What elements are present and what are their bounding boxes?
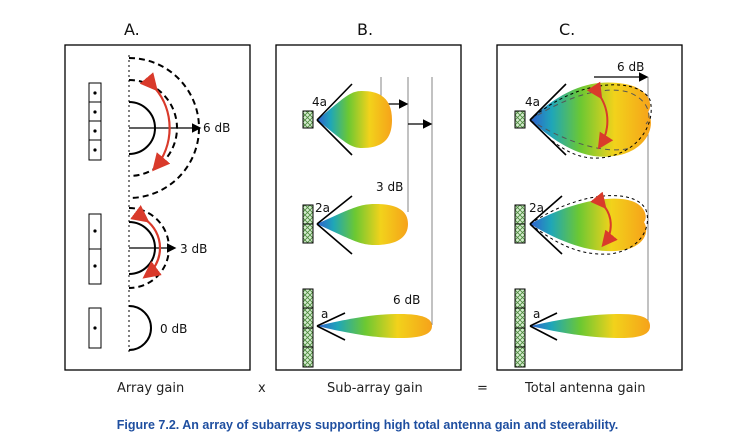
panel-c-title: C.	[559, 20, 576, 39]
total-2a-label: 2a	[529, 201, 544, 215]
array-gain-0db-label: 0 dB	[160, 322, 187, 336]
panel-a-title: A.	[124, 20, 140, 39]
panel-a-frame	[64, 44, 251, 371]
sub-array-gain-label: Sub-array gain	[327, 381, 423, 396]
array-4-gain-arcs	[128, 57, 202, 199]
array-2-steer-arrow	[130, 205, 162, 279]
total-4a-label: 4a	[525, 95, 540, 109]
panel-b-frame	[275, 44, 462, 371]
total-beam-2a	[514, 191, 648, 255]
subarray-3db-label: 3 dB	[376, 180, 403, 194]
subarray-4a	[302, 83, 392, 156]
array-2-gain-arcs	[128, 205, 177, 289]
subarray-4a-label: 4a	[312, 95, 327, 109]
multiply-operator: x	[258, 381, 266, 396]
total-a-label: a	[533, 307, 540, 321]
total-beam-a	[514, 288, 650, 368]
total-beam-4a	[514, 81, 652, 159]
array-2-elements	[88, 213, 102, 285]
array-1-element	[88, 305, 152, 351]
subarray-a-label: a	[321, 307, 328, 321]
array-4-steer-arrow	[139, 72, 171, 172]
figure-caption: Figure 7.2. An array of subarrays suppor…	[116, 418, 619, 432]
panel-c-frame	[496, 44, 683, 371]
total-antenna-gain-label: Total antenna gain	[525, 381, 646, 396]
array-gain-label: Array gain	[117, 381, 185, 396]
array-4-elements	[88, 82, 102, 161]
total-gain-6db-label: 6 dB	[617, 60, 644, 74]
array-gain-3db-label: 3 dB	[180, 242, 207, 256]
subarray-2a-label: 2a	[315, 201, 330, 215]
panel-b-title: B.	[357, 20, 374, 39]
subarray-a	[302, 288, 432, 368]
equals-operator: =	[477, 381, 488, 396]
subarray-6db-label: 6 dB	[393, 293, 420, 307]
subarray-2a	[302, 195, 408, 255]
array-gain-6db-label: 6 dB	[203, 121, 230, 135]
